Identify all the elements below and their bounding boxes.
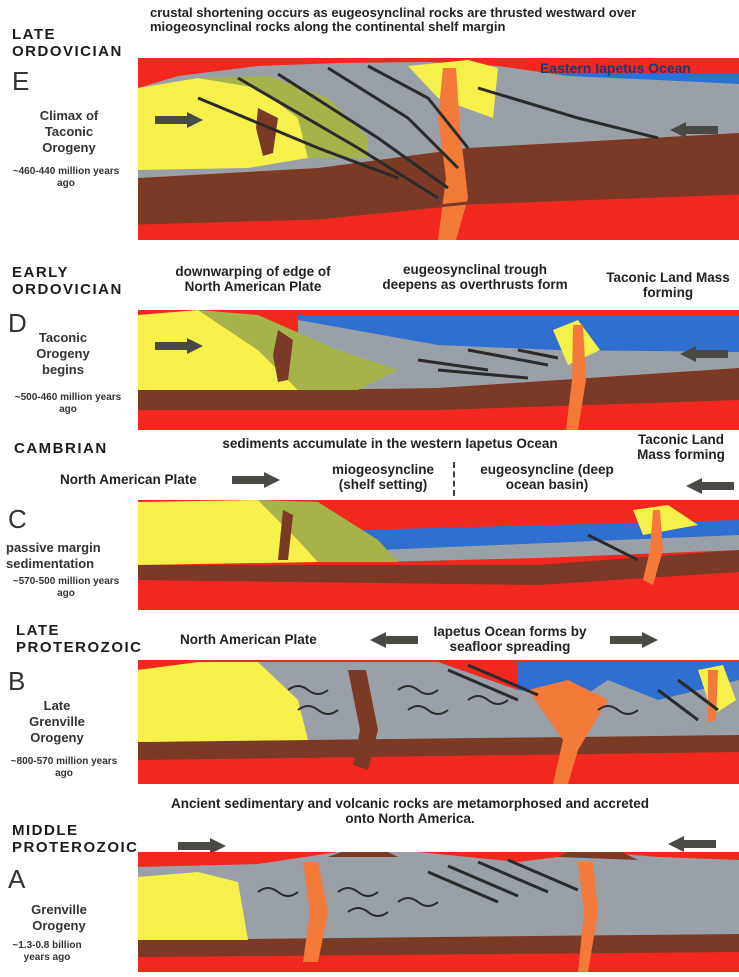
caption-c-top: sediments accumulate in the western Iape… [175,436,605,451]
side-label-b: Late Grenville Orogeny [22,698,92,746]
arrow-west-e [670,122,718,138]
age-label-e: ~460-440 million years ago [6,166,126,190]
era-label-a: MIDDLE PROTEROZOIC [12,822,162,856]
cross-section-e [138,58,739,240]
era-label-b: LATE PROTEROZOIC [16,622,166,656]
panel-letter-e: E [12,68,29,94]
eugeosyncline-label: eugeosyncline (deep ocean basin) [462,462,632,492]
side-label-a: Grenville Orogeny [24,902,94,934]
arrow-west-a [668,836,716,852]
arrow-east-e [155,112,203,128]
age-label-d: ~500-460 million years ago [8,392,128,416]
panel-letter-c: C [8,506,27,532]
era-label-c: CAMBRIAN [14,440,108,457]
ocean-label-e: Eastern Iapetus Ocean [540,60,691,76]
arrow-west-d [680,346,728,362]
arrow-east-d [155,338,203,354]
side-label-c: passive margin sedimentation [6,540,106,572]
ocean-caption-b: Iapetus Ocean forms by seafloor spreadin… [420,624,600,654]
side-label-d: Taconic Orogeny begins [28,330,98,378]
panel-letter-d: D [8,310,27,336]
era-label-d: EARLY ORDOVICIAN [12,264,162,298]
cross-section-d [138,310,739,430]
miogeosyncline-label: miogeosyncline (shelf setting) [318,462,448,492]
panel-letter-a: A [8,866,25,892]
cross-section-c [138,500,739,610]
caption-d-left: downwarping of edge of North American Pl… [168,264,338,294]
divider-dashed [453,462,455,496]
arrow-east-b [610,632,658,648]
cross-section-a [138,852,739,972]
caption-a-top: Ancient sedimentary and volcanic rocks a… [170,796,650,826]
arrow-west-b [370,632,418,648]
age-label-b: ~800-570 million years ago [4,756,124,780]
caption-d-mid: eugeosynclinal trough deepens as overthr… [380,262,570,292]
caption-e: crustal shortening occurs as eugeosyncli… [150,6,735,34]
panel-letter-b: B [8,668,25,694]
cross-section-b [138,660,739,784]
arrow-east-c [232,472,280,488]
age-label-c: ~570-500 million years ago [6,576,126,600]
plate-label-c: North American Plate [60,472,197,487]
arrow-west-c [686,478,734,494]
side-label-e: Climax of Taconic Orogeny [28,108,110,156]
taconic-label-c: Taconic Land Mass forming [625,432,737,462]
plate-label-b: North American Plate [180,632,317,647]
age-label-a: ~1.3-0.8 billion years ago [12,940,82,964]
caption-d-right: Taconic Land Mass forming [600,270,736,300]
era-label-e: LATE ORDOVICIAN [12,26,142,60]
